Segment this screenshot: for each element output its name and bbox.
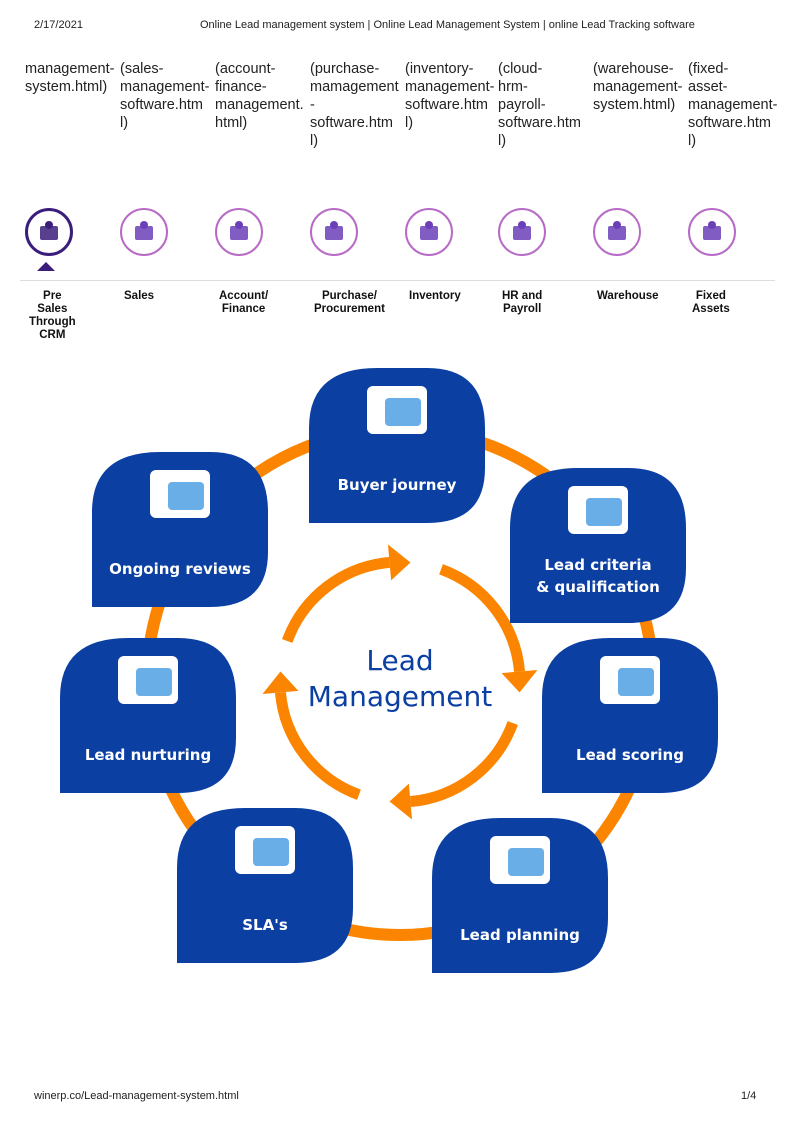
calculator-icon[interactable] bbox=[215, 208, 263, 256]
nav-item[interactable]: (cloud- hrm- payroll- software.html) HR … bbox=[498, 50, 590, 350]
step-label: SLA's bbox=[242, 916, 288, 934]
print-date: 2/17/2021 bbox=[34, 19, 83, 31]
page-number: 1/4 bbox=[741, 1090, 757, 1102]
step-label: Lead planning bbox=[460, 926, 580, 944]
euro-growth-icon bbox=[235, 826, 295, 874]
step-label: Ongoing reviews bbox=[109, 560, 251, 578]
nav-item[interactable]: (warehouse- management- system.html) War… bbox=[593, 50, 685, 350]
step-label: Lead nurturing bbox=[85, 746, 211, 764]
active-caret-icon bbox=[37, 262, 55, 271]
nav-label[interactable]: HR and Payroll bbox=[502, 290, 543, 315]
person-icon[interactable] bbox=[498, 208, 546, 256]
nav-label[interactable]: Pre Sales Through CRM bbox=[29, 290, 76, 341]
nav-label[interactable]: Purchase/ Procurement bbox=[314, 290, 385, 315]
step-lead-planning: Lead planning bbox=[432, 818, 608, 973]
step-buyer-journey: Buyer journey bbox=[309, 368, 485, 523]
arrowhead-icon bbox=[387, 544, 411, 581]
nav-link-url[interactable]: (inventory- management- software.html) bbox=[405, 61, 495, 131]
checkbox-icon bbox=[568, 486, 628, 534]
nav-link-url[interactable]: (cloud- hrm- payroll- software.html) bbox=[498, 61, 581, 149]
hand-box-icon[interactable] bbox=[310, 208, 358, 256]
sale-sign-icon[interactable] bbox=[120, 208, 168, 256]
monitor-icon[interactable] bbox=[688, 208, 736, 256]
calendar-clock-icon bbox=[490, 836, 550, 884]
nav-item[interactable]: (account- finance- management.html) Acco… bbox=[215, 50, 307, 350]
nav-link-url[interactable]: (sales- management- software.html) bbox=[120, 61, 210, 131]
nav-label[interactable]: Fixed Assets bbox=[692, 290, 730, 315]
cycle-arrow bbox=[409, 721, 518, 808]
nav-label[interactable]: Warehouse bbox=[597, 290, 659, 302]
step-label-line2: & qualification bbox=[536, 578, 660, 596]
step-label: Buyer journey bbox=[338, 476, 457, 494]
chat-arrows-icon bbox=[150, 470, 210, 518]
plant-hand-icon bbox=[118, 656, 178, 704]
nav-label[interactable]: Sales bbox=[124, 290, 155, 302]
warehouse-boxes-icon[interactable] bbox=[405, 208, 453, 256]
nav-item[interactable]: (inventory- management- software.html) I… bbox=[405, 50, 497, 350]
step-sla-s: SLA's bbox=[177, 808, 353, 963]
step-label: Lead criteria bbox=[544, 556, 651, 574]
nav-item[interactable]: (fixed- asset- management- software.html… bbox=[688, 50, 780, 350]
nav-item[interactable]: (purchase- mamagement- software.html) Pu… bbox=[310, 50, 402, 350]
paper-plane-icon bbox=[367, 386, 427, 434]
nav-link-url[interactable]: (fixed- asset- management- software.html… bbox=[688, 61, 778, 149]
nav-item[interactable]: (sales- management- software.html) Sales bbox=[120, 50, 212, 350]
center-title-line1: Lead bbox=[366, 644, 433, 677]
step-label: Lead scoring bbox=[576, 746, 684, 764]
nav-label[interactable]: Account/ Finance bbox=[219, 290, 269, 315]
speedometer-icon bbox=[600, 656, 660, 704]
warehouse-icon[interactable] bbox=[593, 208, 641, 256]
cycle-arrow bbox=[282, 556, 391, 643]
center-title-line2: Management bbox=[308, 680, 492, 713]
step-ongoing-reviews: Ongoing reviews bbox=[92, 452, 268, 607]
nav-item[interactable]: management- system.html) Pre Sales Throu… bbox=[25, 50, 117, 350]
footer-url: winerp.co/Lead-management-system.html bbox=[34, 1090, 239, 1102]
page-title: Online Lead management system | Online L… bbox=[200, 19, 695, 31]
crm-cycle-icon[interactable] bbox=[25, 208, 73, 256]
nav-link-url[interactable]: (account- finance- management.html) bbox=[215, 61, 304, 131]
nav-link-url[interactable]: management- system.html) bbox=[25, 61, 115, 95]
nav-label[interactable]: Inventory bbox=[409, 290, 461, 302]
cycle-arrow bbox=[274, 691, 361, 800]
step-lead-nurturing: Lead nurturing bbox=[60, 638, 236, 793]
arrowhead-icon bbox=[389, 783, 413, 820]
step-lead-scoring: Lead scoring bbox=[542, 638, 718, 793]
step-lead-criteria: Lead criteria & qualification bbox=[510, 468, 686, 623]
arrowhead-icon bbox=[501, 669, 538, 693]
nav-link-url[interactable]: (purchase- mamagement- software.html) bbox=[310, 61, 399, 149]
nav-divider bbox=[20, 280, 775, 281]
nav-link-url[interactable]: (warehouse- management- system.html) bbox=[593, 61, 683, 113]
arrowhead-icon bbox=[262, 671, 299, 695]
cycle-arrow bbox=[439, 564, 526, 673]
